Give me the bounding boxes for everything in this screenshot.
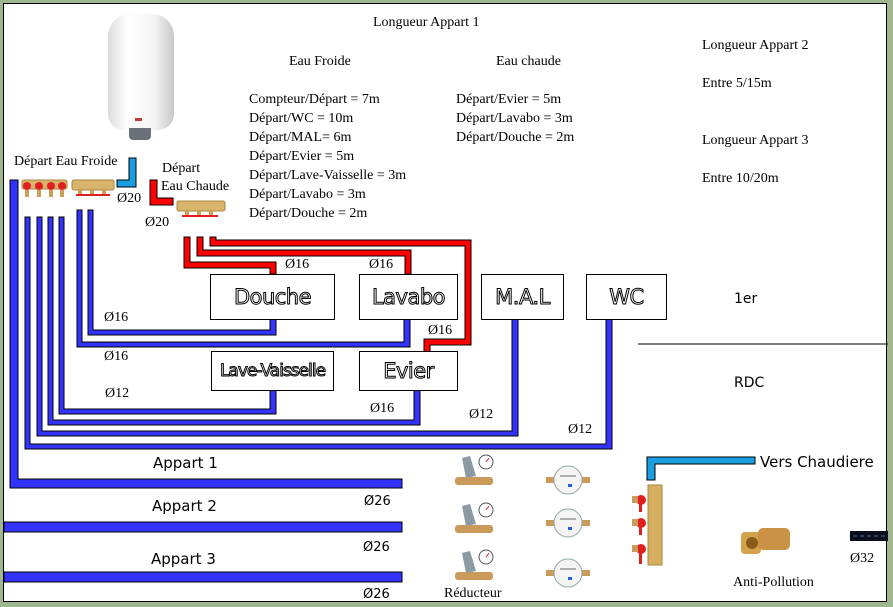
diameter-wc-cold: Ø12: [568, 422, 593, 437]
diameter-evier-hot: Ø16: [428, 323, 453, 338]
eau-froide-lengths: Compteur/Départ = 7m Départ/WC = 10m Dép…: [249, 90, 406, 223]
label-appart-2: Appart 2: [152, 497, 217, 515]
room-douche: Douche: [210, 274, 335, 320]
pipe-vers-chaudiere: [646, 456, 756, 481]
anti-pollution-valve-icon: [741, 528, 790, 554]
room-lavabo-label: Lavabo: [371, 285, 446, 310]
room-mal: M.A.L: [481, 274, 564, 320]
diameter-douche-cold: Ø16: [104, 310, 129, 325]
room-lave-vaisselle-label: Lave-Vaisselle: [219, 361, 326, 382]
arrival-pipe-icon: [850, 531, 888, 541]
diameter-arrivee: Ø32: [850, 551, 875, 566]
room-evier-label: Evier: [383, 359, 435, 384]
label-depart-chaude-1: Départ: [162, 161, 201, 176]
heading-eau-froide: Eau Froide: [289, 54, 351, 69]
heading-eau-chaude: Eau chaude: [496, 54, 561, 69]
cold-manifold-icon: [21, 179, 68, 197]
diameter-lavabo-cold: Ø16: [104, 349, 129, 364]
eau-chaude-lengths: Départ/Evier = 5m Départ/Lavabo = 3m Dép…: [456, 90, 574, 147]
pipe-hot-start: [149, 179, 174, 206]
room-mal-label: M.A.L: [495, 285, 551, 310]
title-appart-2: Longueur Appart 2: [702, 38, 809, 53]
pipe-cold-start: [116, 157, 137, 188]
label-anti-pollution: Anti-Pollution: [733, 575, 814, 590]
diameter-cold-main: Ø20: [117, 191, 142, 206]
cold-manifold-2-icon: [71, 179, 115, 196]
length-line: Départ/Douche = 2m: [456, 130, 575, 145]
water-meter-icon: [546, 558, 590, 588]
pressure-reducer-icon: [455, 454, 494, 485]
label-reducteur: Réducteur: [444, 586, 502, 601]
vertical-manifold-icon: [632, 484, 663, 566]
water-heater-icon: [108, 14, 174, 140]
diameter-mal-cold: Ø12: [469, 407, 494, 422]
title-appart-3: Longueur Appart 3: [702, 133, 809, 148]
diameter-appart-2: Ø26: [363, 540, 390, 555]
title-appart-1: Longueur Appart 1: [373, 15, 480, 30]
pipe-appart-1: [9, 179, 403, 489]
diameter-appart-3: Ø26: [363, 587, 390, 602]
range-appart-2: Entre 5/15m: [702, 76, 772, 91]
pipe-appart-3: [3, 571, 403, 583]
label-vers-chaudiere: Vers Chaudiere: [760, 453, 874, 471]
length-line: Départ/Evier = 5m: [456, 92, 562, 107]
floor-label-1er: 1er: [734, 291, 758, 307]
range-appart-3: Entre 10/20m: [702, 171, 779, 186]
room-douche-label: Douche: [233, 285, 312, 310]
label-appart-1: Appart 1: [153, 454, 218, 472]
length-line: Départ/Douche = 2m: [249, 206, 368, 221]
label-depart-chaude-2: Eau Chaude: [161, 179, 230, 194]
length-line: Départ/Lavabo = 3m: [456, 111, 573, 126]
pressure-reducer-icon: [455, 549, 494, 580]
pipe-appart-2: [3, 521, 403, 533]
room-wc: WC: [586, 274, 667, 320]
diameter-hot-main: Ø20: [145, 215, 170, 230]
room-lave-vaisselle: Lave-Vaisselle: [211, 351, 334, 391]
diameter-lave-vaisselle-cold: Ø12: [105, 386, 130, 401]
diameter-evier-cold: Ø16: [370, 401, 395, 416]
length-line: Départ/MAL= 6m: [249, 130, 352, 145]
length-line: Départ/Lavabo = 3m: [249, 187, 366, 202]
water-meter-icon: [546, 465, 590, 495]
hot-manifold-icon: [176, 200, 226, 217]
room-lavabo: Lavabo: [359, 274, 458, 320]
room-evier: Evier: [359, 351, 458, 391]
pressure-reducer-icon: [455, 502, 494, 533]
diameter-appart-1: Ø26: [364, 494, 391, 509]
length-line: Départ/WC = 10m: [249, 111, 354, 126]
label-depart-eau-froide: Départ Eau Froide: [14, 154, 118, 169]
label-appart-3: Appart 3: [151, 550, 216, 568]
water-meter-icon: [546, 508, 590, 538]
length-line: Départ/Lave-Vaisselle = 3m: [249, 168, 407, 183]
room-wc-label: WC: [609, 285, 645, 310]
diameter-douche-hot: Ø16: [285, 257, 310, 272]
diameter-lavabo-hot: Ø16: [369, 257, 394, 272]
length-line: Départ/Evier = 5m: [249, 149, 355, 164]
length-line: Compteur/Départ = 7m: [249, 92, 380, 107]
floor-label-rdc: RDC: [734, 375, 765, 391]
